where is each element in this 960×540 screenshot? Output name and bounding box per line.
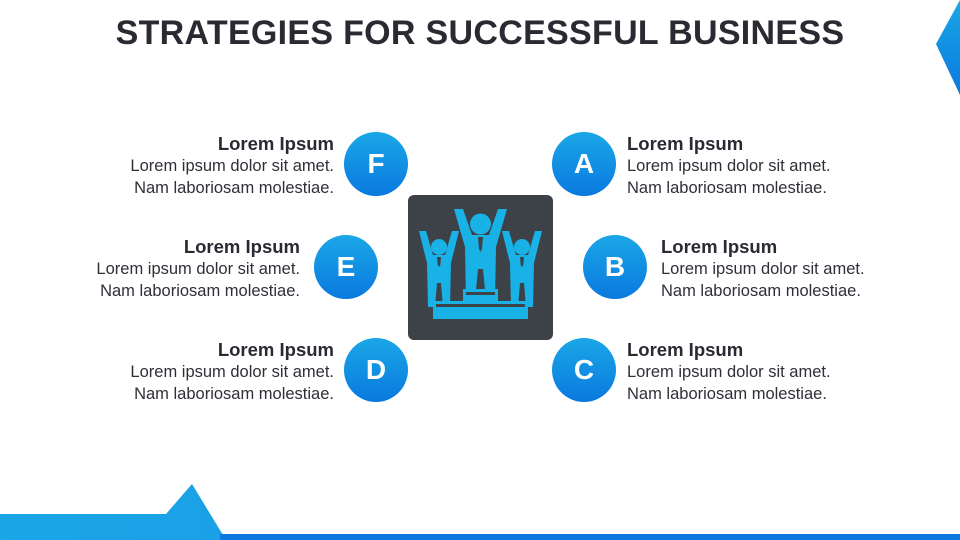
- item-b-heading: Lorem Ipsum: [661, 236, 778, 257]
- item-c-line-2: Nam laboriosam molestiae.: [627, 385, 827, 403]
- badge-d: D: [344, 338, 408, 402]
- item-d-line-2: Nam laboriosam molestiae.: [134, 385, 334, 403]
- item-c-heading: Lorem Ipsum: [627, 339, 744, 360]
- item-e-heading: Lorem Ipsum: [183, 236, 300, 257]
- badge-c: C: [552, 338, 616, 402]
- bottom-left-decoration: [0, 484, 226, 540]
- item-f-line-1: Lorem ipsum dolor sit amet.: [130, 157, 334, 175]
- item-f-line-2: Nam laboriosam molestiae.: [134, 179, 334, 197]
- badge-f: F: [344, 132, 408, 196]
- item-e-text: Lorem Ipsum Lorem ipsum dolor sit amet. …: [0, 236, 300, 302]
- item-f-text: Lorem Ipsum Lorem ipsum dolor sit amet. …: [34, 133, 334, 199]
- item-c-line-1: Lorem ipsum dolor sit amet.: [627, 363, 831, 381]
- item-a-text: Lorem Ipsum Lorem ipsum dolor sit amet. …: [627, 133, 927, 199]
- item-a-line-2: Nam laboriosam molestiae.: [627, 179, 827, 197]
- center-icon-box: [408, 195, 553, 340]
- winners-podium-icon: [419, 209, 542, 319]
- item-a-heading: Lorem Ipsum: [627, 133, 744, 154]
- item-b-line-2: Nam laboriosam molestiae.: [661, 282, 861, 300]
- top-right-decoration: [936, 0, 960, 95]
- slide-title: STRATEGIES FOR SUCCESSFUL BUSINESS: [115, 14, 845, 52]
- item-d-text: Lorem Ipsum Lorem ipsum dolor sit amet. …: [34, 339, 334, 405]
- bottom-stripe: [220, 534, 960, 540]
- badge-b: B: [583, 235, 647, 299]
- item-a-line-1: Lorem ipsum dolor sit amet.: [627, 157, 831, 175]
- badge-a: A: [552, 132, 616, 196]
- item-e-line-1: Lorem ipsum dolor sit amet.: [96, 260, 300, 278]
- item-f-heading: Lorem Ipsum: [217, 133, 334, 154]
- item-c-text: Lorem Ipsum Lorem ipsum dolor sit amet. …: [627, 339, 927, 405]
- item-d-heading: Lorem Ipsum: [217, 339, 334, 360]
- item-b-text: Lorem Ipsum Lorem ipsum dolor sit amet. …: [661, 236, 960, 302]
- item-b-line-1: Lorem ipsum dolor sit amet.: [661, 260, 865, 278]
- badge-e: E: [314, 235, 378, 299]
- item-d-line-1: Lorem ipsum dolor sit amet.: [130, 363, 334, 381]
- item-e-line-2: Nam laboriosam molestiae.: [100, 282, 300, 300]
